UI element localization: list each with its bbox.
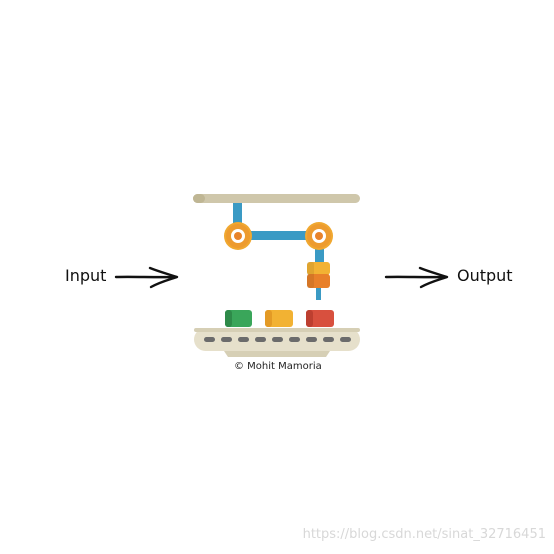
arm-vertical-left bbox=[233, 203, 242, 236]
credit-text: © Mohit Mamoria bbox=[234, 361, 322, 372]
box-red bbox=[306, 310, 334, 327]
robotic-arm-conveyor-icon bbox=[193, 194, 360, 357]
watermark-text: https://blog.csdn.net/sinat_32716451 bbox=[302, 527, 546, 542]
gripper bbox=[307, 262, 330, 300]
arm-vertical-right bbox=[315, 236, 324, 264]
joint-right bbox=[305, 222, 333, 250]
input-arrow-icon bbox=[114, 266, 179, 289]
box-yellow bbox=[265, 310, 293, 327]
box-green bbox=[225, 310, 252, 327]
conveyor-belt bbox=[194, 328, 360, 357]
output-arrow-icon bbox=[384, 266, 449, 289]
input-label: Input bbox=[65, 266, 107, 285]
joint-left bbox=[224, 222, 252, 250]
top-rail bbox=[193, 194, 360, 203]
arm-horizontal bbox=[240, 231, 320, 240]
output-label: Output bbox=[457, 266, 513, 285]
